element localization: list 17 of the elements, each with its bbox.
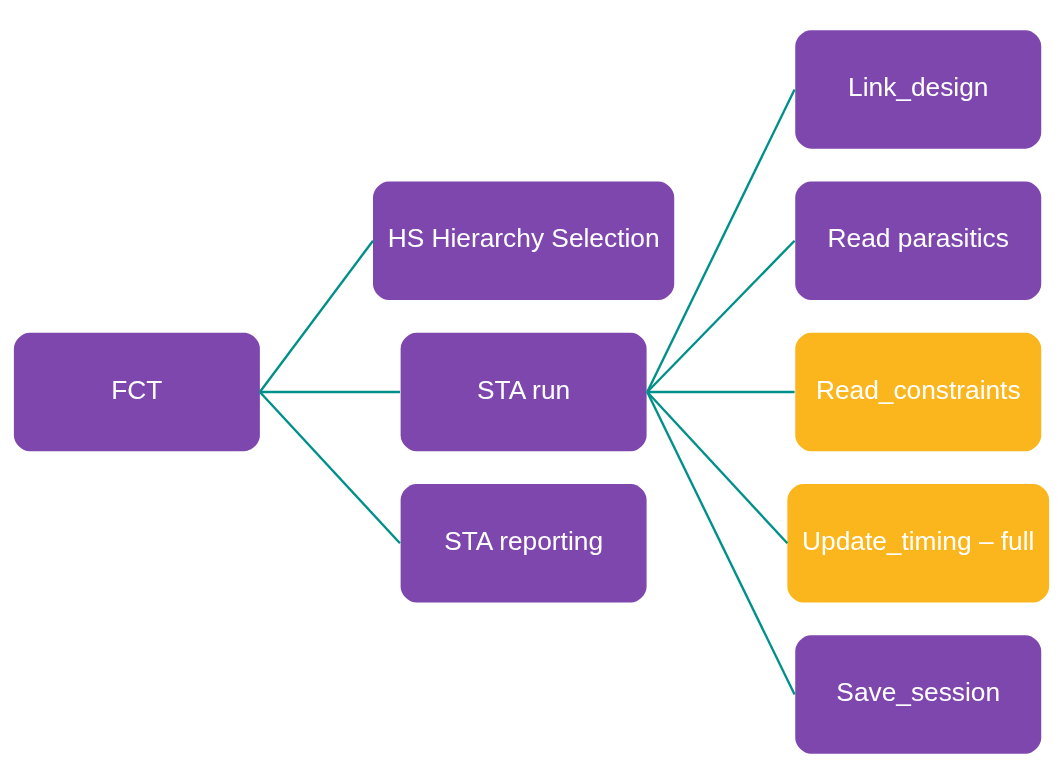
node-box: STA run: [400, 332, 647, 452]
node-box: Update_timing – full: [787, 484, 1050, 603]
connector: [646, 88, 796, 393]
connector: [646, 239, 796, 393]
node-box: HS Hierarchy Selection: [373, 181, 675, 300]
connector: [647, 390, 795, 394]
node-box: Read_constraints: [795, 332, 1042, 452]
node-box: FCT: [13, 332, 260, 452]
connector: [646, 391, 789, 545]
node-box: STA reporting: [400, 484, 647, 603]
connector: [259, 390, 400, 394]
connector: [258, 240, 374, 393]
node-box: Save_session: [795, 635, 1042, 754]
node-box: Read parasitics: [795, 181, 1042, 300]
connector: [259, 391, 401, 545]
node-box: Link_design: [795, 30, 1042, 149]
connector: [646, 391, 796, 696]
